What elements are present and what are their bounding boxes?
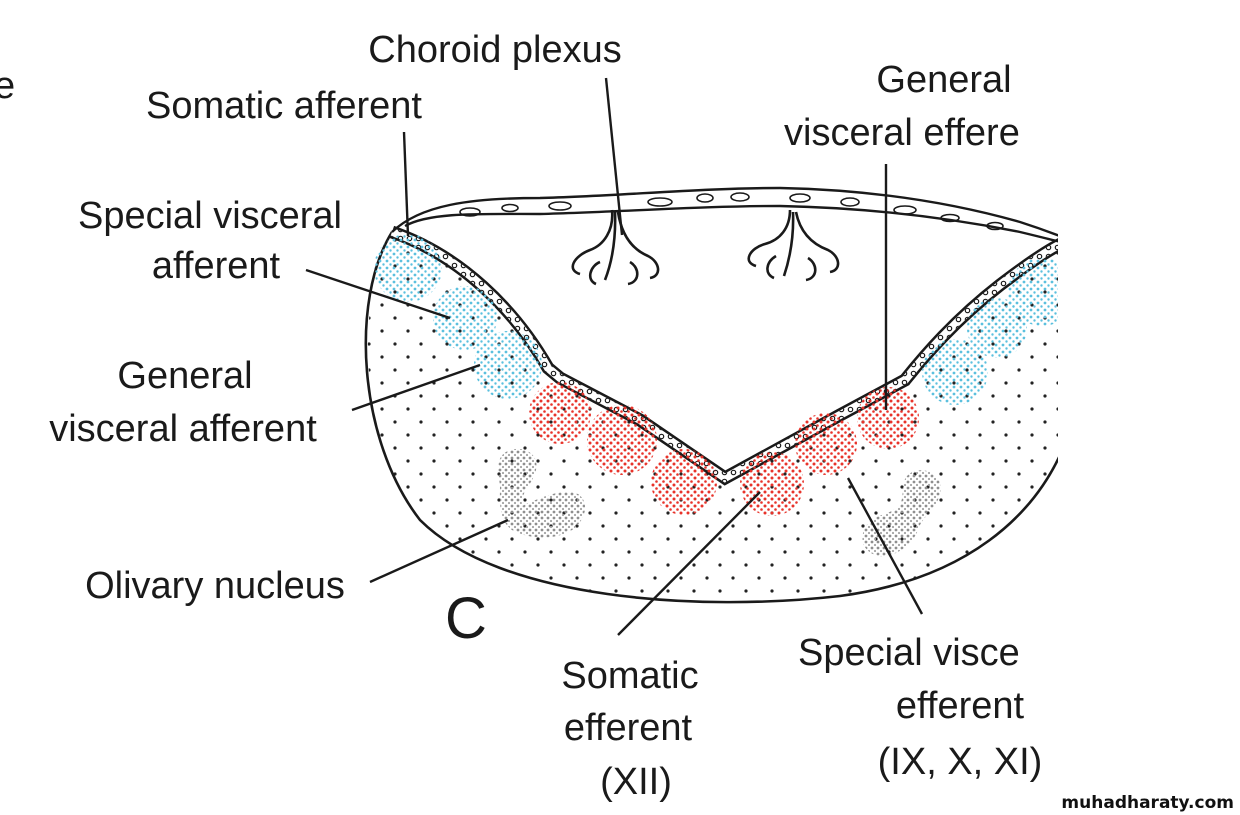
general-visceral-efferent-nucleus-left [529,382,591,444]
label-choroid-plexus: Choroid plexus [368,29,621,71]
label-special-visceral-efferent-line3: (IX, X, XI) [878,741,1043,783]
efferent-nuclei [529,382,919,516]
label-olivary-nucleus: Olivary nucleus [85,565,345,607]
general-visceral-afferent-nucleus-right [922,339,988,405]
olivary-nucleus-left [498,448,586,538]
edge-fragment-text: e [0,65,15,107]
somatic-efferent-nucleus-left [651,449,717,515]
special-visceral-afferent-nucleus-left [433,286,497,350]
label-special-visceral-afferent-line2: afferent [152,245,281,287]
somatic-afferent-nucleus-right [1008,258,1058,326]
label-somatic-efferent-line2: efferent [564,707,693,749]
leader-general-visceral-afferent [351,363,481,412]
special-visceral-afferent-nucleus-right [967,298,1027,358]
label-special-visceral-afferent-line1: Special visceral [78,195,342,237]
label-special-visceral-efferent-line1: Special visce [798,632,1020,674]
label-general-visceral-efferent-line1: General [876,59,1011,101]
watermark: muhadharaty.com [1061,793,1234,813]
leader-choroid-plexus [604,77,624,236]
brainstem-outline [364,231,1058,604]
label-somatic-efferent-line3: (XII) [600,761,672,803]
leader-lines [305,77,924,636]
somatic-efferent-nucleus-right [740,452,804,516]
leader-special-visceral-afferent [305,268,451,320]
leader-somatic-efferent [617,491,761,636]
label-somatic-afferent: Somatic afferent [146,85,422,127]
label-general-visceral-afferent-line1: General [117,355,252,397]
choroid-tuft-left [571,209,660,286]
general-visceral-afferent-nucleus-left [474,331,542,399]
panel-letter: C [445,586,487,651]
special-visceral-efferent-nucleus-right [795,413,857,475]
special-visceral-efferent-nucleus-left [587,405,657,475]
leader-special-visceral-efferent [846,477,924,615]
label-somatic-efferent-line1: Somatic [561,655,698,697]
somatic-afferent-nucleus-left [374,234,442,302]
label-special-visceral-efferent-line2: efferent [896,685,1025,727]
ventricle-roof [391,186,1058,237]
roof-cells [459,192,1004,231]
choroid-tuft-right [747,209,840,282]
leader-olivary-nucleus [369,518,509,584]
leader-somatic-afferent [402,131,410,237]
label-general-visceral-efferent-line2: visceral effere [784,112,1020,154]
afferent-nuclei [374,234,1058,405]
olivary-nucleus-right [862,470,941,557]
label-general-visceral-afferent-line2: visceral afferent [49,408,317,450]
general-visceral-efferent-nucleus-right [857,387,919,449]
olivary-nuclei [498,448,941,557]
